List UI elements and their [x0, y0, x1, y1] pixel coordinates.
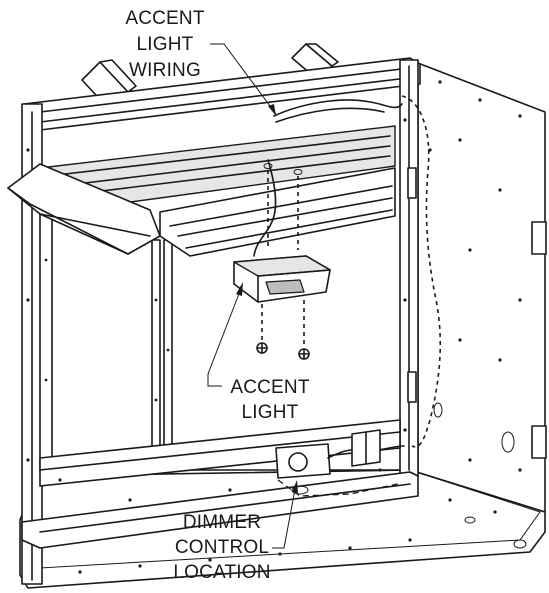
label-dimmer-control-location: DIMMER CONTROL LOCATION	[173, 512, 270, 583]
label-wiring-line-3: WIRING	[129, 60, 201, 81]
accent-light-fixture	[233, 163, 331, 360]
label-accent-light: ACCENT LIGHT	[230, 377, 310, 423]
callout-leaders	[207, 43, 298, 549]
lower-baffle	[39, 419, 401, 487]
dimmer-control-box	[275, 429, 405, 497]
label-wiring-line-2: LIGHT	[137, 34, 194, 55]
bottom-frame	[21, 471, 419, 549]
side-panel-details	[291, 167, 547, 549]
label-light-line-1: ACCENT	[230, 377, 310, 398]
label-dimmer-line-2: CONTROL	[175, 537, 269, 558]
accent-light-wiring	[253, 95, 442, 448]
label-accent-light-wiring: ACCENT LIGHT WIRING	[125, 8, 205, 81]
label-wiring-line-1: ACCENT	[125, 8, 205, 29]
label-dimmer-line-1: DIMMER	[183, 512, 261, 533]
screw-left	[256, 342, 268, 354]
upper-baffles	[7, 125, 396, 257]
label-light-line-2: LIGHT	[242, 402, 299, 423]
rivet-dots	[26, 80, 522, 574]
screw-right	[298, 348, 310, 360]
label-dimmer-line-3: LOCATION	[173, 562, 270, 583]
right-side-panel	[409, 59, 546, 513]
